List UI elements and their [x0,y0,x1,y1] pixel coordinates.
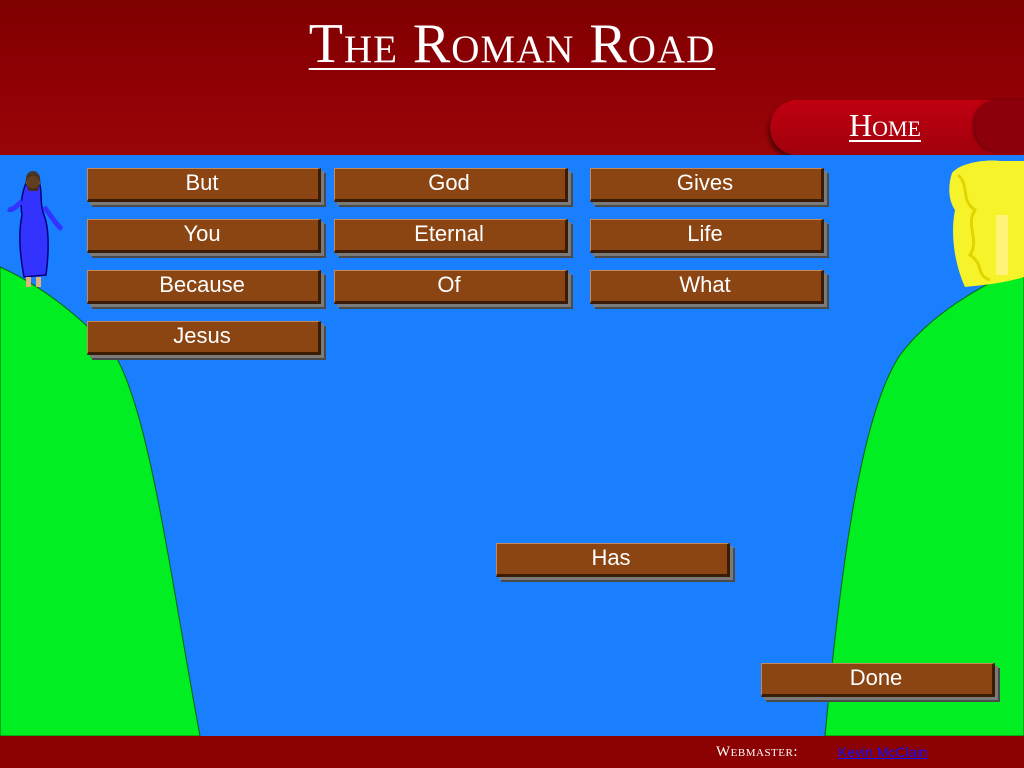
word-button-you[interactable]: You [87,219,325,256]
right-cliff [824,266,1024,736]
word-button-because[interactable]: Because [87,270,325,307]
jesus-figure-icon [6,171,64,287]
page-title: The Roman Road [308,13,716,75]
word-label: Of [437,272,461,297]
word-label: God [428,170,470,195]
word-label: Because [159,272,245,297]
word-label: You [183,221,221,246]
word-button-of[interactable]: Of [334,270,572,307]
word-button-has[interactable]: Has [496,543,734,580]
left-cliff [0,266,201,736]
word-button-but[interactable]: But [87,168,325,205]
webmaster-link[interactable]: Kevin McClain [838,744,928,760]
word-label: Has [591,545,631,570]
home-button-label: Home [849,107,921,143]
home-button-cap [975,100,1024,152]
word-label: Life [687,221,723,246]
word-button-gives[interactable]: Gives [590,168,828,205]
word-label: But [185,170,219,195]
done-button[interactable]: Done [761,663,999,700]
word-button-god[interactable]: God [334,168,572,205]
header-banner: The Roman Road Home [0,0,1024,155]
word-button-what[interactable]: What [590,270,828,307]
heaven-light-icon [949,160,1024,287]
word-label: Gives [676,170,734,195]
word-button-life[interactable]: Life [590,219,828,256]
word-label: Eternal [414,221,484,246]
webmaster-label: Webmaster: [716,744,798,760]
word-label: What [679,272,731,297]
word-button-jesus[interactable]: Jesus [87,321,325,358]
scene-canvas: But God Gives You Eternal Life Because O… [0,155,1024,736]
footer-bar: Webmaster: Kevin McClain [0,736,1024,768]
canyon-illustration [0,160,1024,736]
word-label: Jesus [173,323,231,348]
done-button-label: Done [849,665,903,690]
word-button-eternal[interactable]: Eternal [334,219,572,256]
